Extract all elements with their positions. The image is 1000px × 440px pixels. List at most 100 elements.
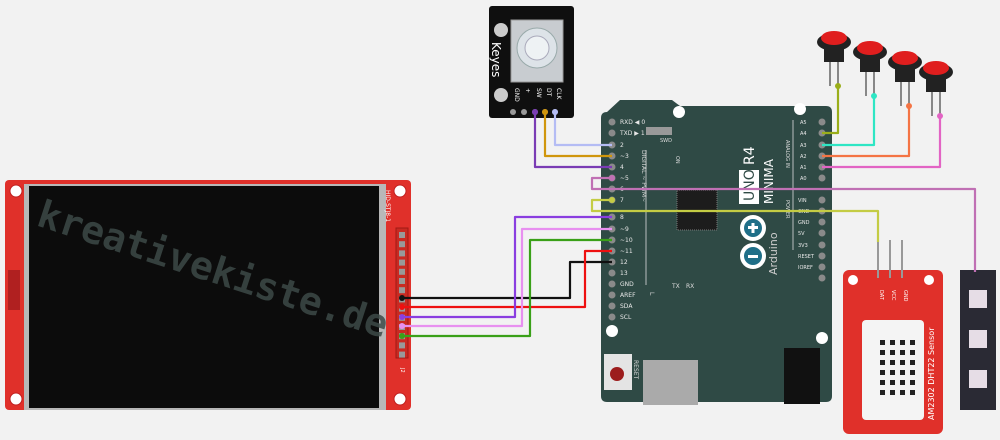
button-cap[interactable] xyxy=(923,61,949,75)
wire-btn4-to-a1[interactable] xyxy=(822,116,942,169)
led-l-label: L xyxy=(648,292,655,296)
power-pin[interactable] xyxy=(818,241,826,249)
grill-hole xyxy=(900,390,905,395)
grill-hole xyxy=(880,340,885,345)
digital-pin-label: 7 xyxy=(620,197,624,204)
push-button-4[interactable] xyxy=(919,61,953,116)
wire-end xyxy=(399,314,405,320)
power-pin[interactable] xyxy=(818,263,826,271)
wire-tft-to-d12[interactable] xyxy=(402,260,612,300)
push-button-1[interactable] xyxy=(817,31,851,86)
wire-end xyxy=(609,175,615,181)
led-tx-label: TX xyxy=(671,283,680,290)
tft-pin[interactable] xyxy=(399,278,405,284)
tft-pin[interactable] xyxy=(399,232,405,238)
tft-pin[interactable] xyxy=(399,268,405,275)
wire-end xyxy=(532,109,538,115)
digital-pin-label: ~5 xyxy=(620,175,629,182)
power-pin-label: 5V xyxy=(798,231,805,237)
model-r4: R4 xyxy=(742,146,758,165)
tft-pin[interactable] xyxy=(399,259,405,266)
grill-hole xyxy=(890,340,895,345)
mount-hole xyxy=(393,184,407,198)
tft-pin[interactable] xyxy=(399,342,405,349)
digital-pin[interactable] xyxy=(608,118,616,126)
analog-pin[interactable] xyxy=(818,118,826,126)
button-cap[interactable] xyxy=(857,41,883,55)
wire-tft-to-d10[interactable] xyxy=(402,238,612,338)
dht-title: AM2302 DHT22 Sensor xyxy=(927,327,936,420)
grill-hole xyxy=(890,370,895,375)
wire-tft-to-d9[interactable] xyxy=(402,227,612,328)
encoder-pin[interactable] xyxy=(521,109,527,115)
push-button-3[interactable] xyxy=(888,51,922,106)
grill-hole xyxy=(880,380,885,385)
power-pin-label: IOREF xyxy=(798,265,813,271)
mount-hole xyxy=(494,88,508,102)
wire-sw-to-d4[interactable] xyxy=(533,112,612,169)
wire-end xyxy=(399,295,405,301)
digital-pin-label: 13 xyxy=(620,270,628,277)
encoder-shaft xyxy=(524,35,550,61)
tft-pin[interactable] xyxy=(399,250,405,257)
digital-pin[interactable] xyxy=(608,313,616,321)
digital-pin[interactable] xyxy=(608,269,616,277)
power-pin[interactable] xyxy=(818,196,826,204)
wire-btn3-to-a2[interactable] xyxy=(822,106,911,158)
digital-pin-label: ~9 xyxy=(620,226,629,233)
power-pin[interactable] xyxy=(818,274,826,282)
encoder-pin-label: + xyxy=(524,88,531,93)
analog-pin[interactable] xyxy=(818,174,826,182)
wire-clk-to-d2[interactable] xyxy=(553,112,612,147)
digital-pin-label: SDA xyxy=(620,303,633,310)
grill-hole xyxy=(880,390,885,395)
digital-pin-label: RXD ◀ 0 xyxy=(620,119,645,126)
power-pin[interactable] xyxy=(818,229,826,237)
wire-btn1-to-a4[interactable] xyxy=(822,86,840,135)
wire-end xyxy=(609,197,615,203)
grill-hole xyxy=(910,390,915,395)
grill-hole xyxy=(890,380,895,385)
digital-pin-label: 4 xyxy=(620,164,624,171)
digital-pin[interactable] xyxy=(608,129,616,137)
led-1 xyxy=(969,290,987,308)
digital-pin[interactable] xyxy=(608,302,616,310)
wire-d7-to-dht[interactable] xyxy=(590,198,880,242)
wire-end xyxy=(399,304,405,310)
grill-hole xyxy=(910,360,915,365)
encoder-pin-label: DT xyxy=(545,88,552,97)
push-button-2[interactable] xyxy=(853,41,887,96)
mount-hole xyxy=(606,325,618,337)
mount-hole xyxy=(924,275,934,285)
grill-hole xyxy=(900,340,905,345)
power-pin[interactable] xyxy=(818,252,826,260)
tft-pin[interactable] xyxy=(399,287,405,294)
wire-end xyxy=(937,113,943,119)
wire-tft-to-d8[interactable] xyxy=(402,215,612,319)
wire-dt-to-d3[interactable] xyxy=(543,112,612,158)
mount-hole xyxy=(494,23,508,37)
button-cap[interactable] xyxy=(892,51,918,65)
dht-pin-label: GND xyxy=(902,290,908,302)
wire-d5-to-led-strip[interactable] xyxy=(590,176,977,272)
tft-pin[interactable] xyxy=(399,241,405,248)
mount-hole xyxy=(393,392,407,406)
encoder-pin[interactable] xyxy=(510,109,516,115)
wire-tft-to-d11[interactable] xyxy=(402,249,612,309)
arduino-uno-r4-minima: SWD ON DIGITAL ~ PWM~ UNO R4 MINIMA Ardu… xyxy=(601,100,832,405)
reset-label: RESET xyxy=(632,360,639,380)
power-pin[interactable] xyxy=(818,218,826,226)
grill-hole xyxy=(900,380,905,385)
tft-pin[interactable] xyxy=(399,351,405,358)
digital-pin[interactable] xyxy=(608,280,616,288)
digital-pin-label: ~10 xyxy=(620,237,633,244)
wire-btn2-to-a3[interactable] xyxy=(822,96,876,147)
analog-pin-label: A1 xyxy=(800,165,807,171)
reset-button-cap[interactable] xyxy=(610,367,624,381)
uno-label-box xyxy=(739,170,759,204)
digital-pin[interactable] xyxy=(608,291,616,299)
led-strip xyxy=(960,270,996,410)
power-pin-label: VIN xyxy=(798,198,807,204)
button-cap[interactable] xyxy=(821,31,847,45)
